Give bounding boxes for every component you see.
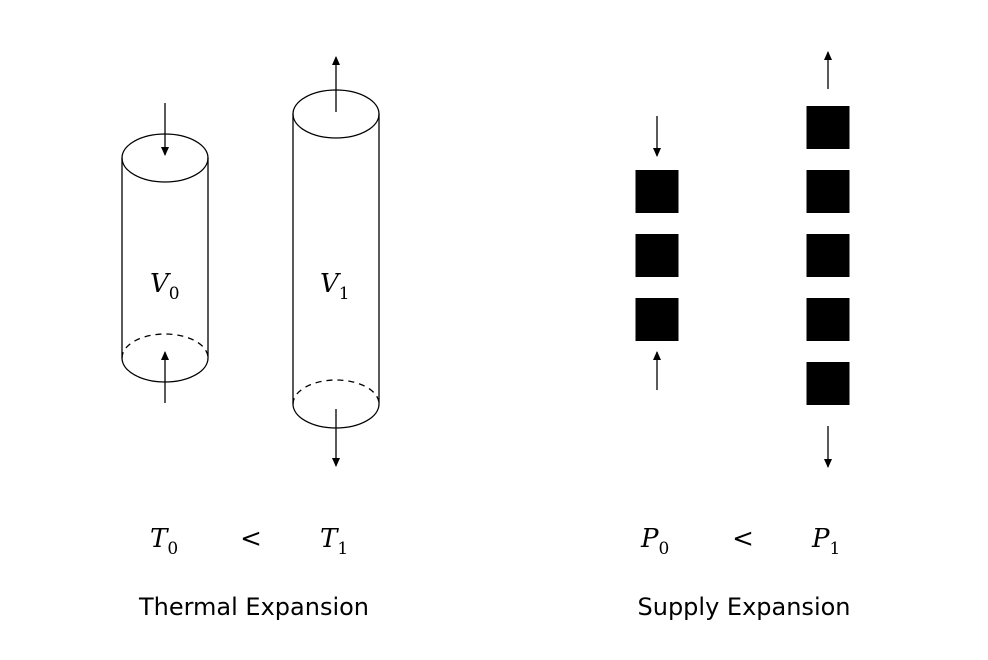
small-cylinder [121,133,209,383]
supply-block [806,298,850,341]
supply-block [635,234,679,277]
price-relation: < [732,524,754,554]
supply-block [635,298,679,341]
temp-right-label: T1 [320,524,348,559]
supply-block [806,234,850,277]
supply-block [806,106,850,149]
supply-block [635,170,679,213]
supply-block [806,170,850,213]
small-block-stack [635,170,679,341]
supply-panel: P0 < P1 Supply Expansion [635,51,851,621]
large-cylinder [292,89,380,429]
temp-relation: < [240,524,262,554]
large-block-stack [806,106,850,405]
thermal-panel: V0 V1 T0 < T1 Thermal Expansion [121,56,380,621]
volume-large-label: V1 [320,269,350,304]
temp-left-label: T0 [150,524,178,559]
price-left-label: P0 [640,524,669,559]
thermal-caption: Thermal Expansion [138,593,369,621]
price-right-label: P1 [811,524,840,559]
supply-block [806,362,850,405]
supply-caption: Supply Expansion [638,593,851,621]
volume-small-label: V0 [150,269,180,304]
